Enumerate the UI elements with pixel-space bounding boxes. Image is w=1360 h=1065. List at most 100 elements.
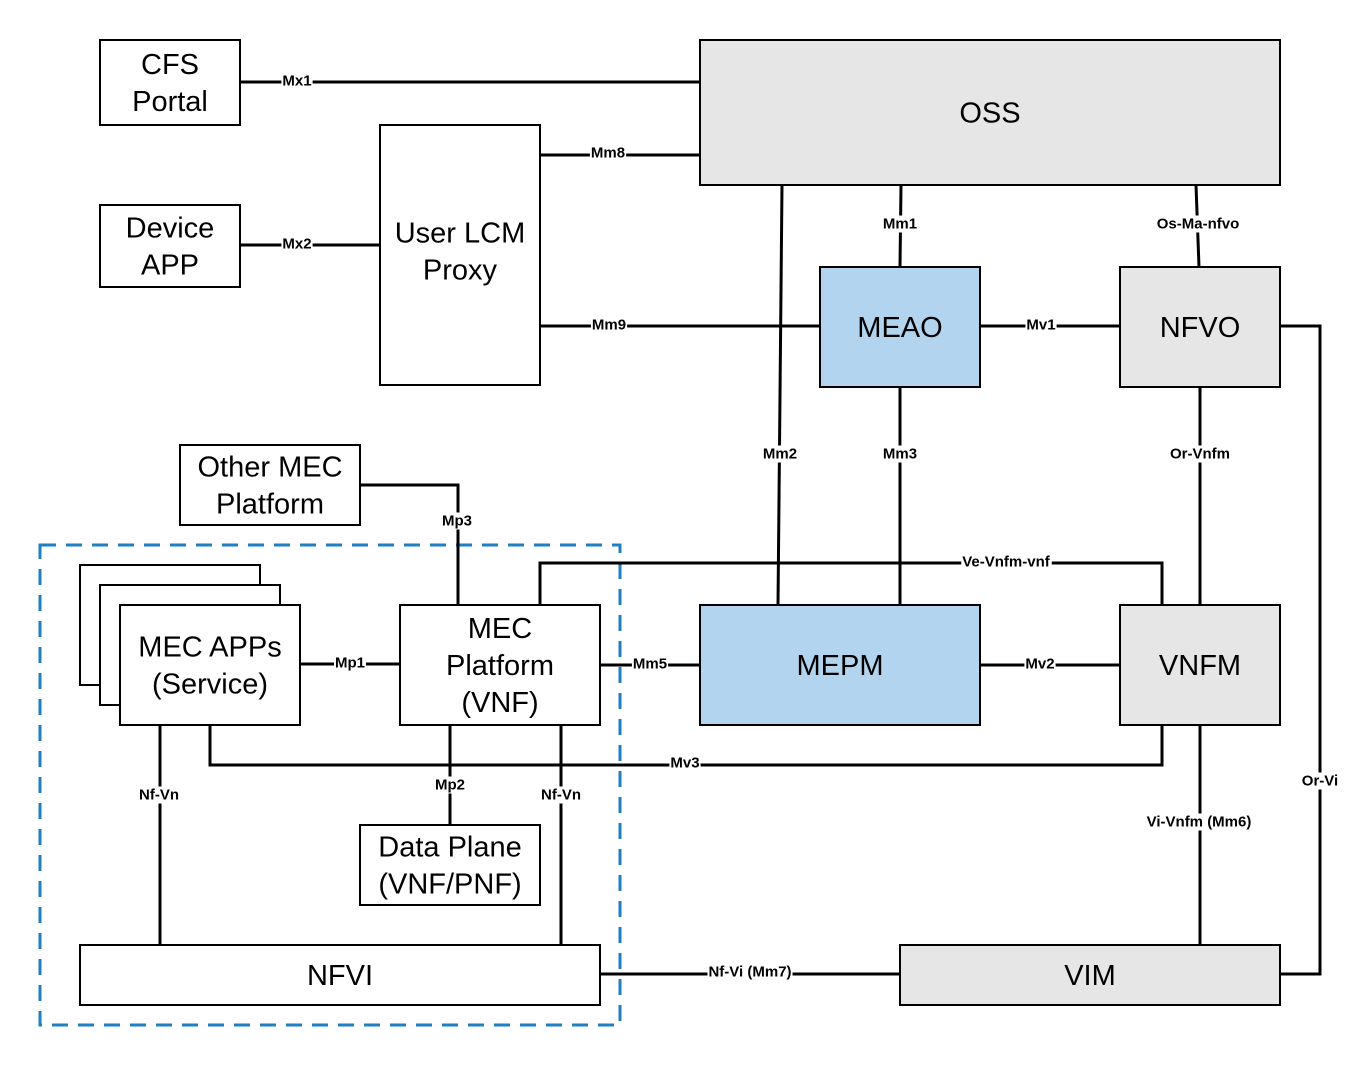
data-plane-box: Data Plane(VNF/PNF) bbox=[359, 824, 541, 906]
vnfm-box-rect bbox=[1119, 604, 1281, 726]
mm2-interface-label-text: Mm2 bbox=[763, 446, 797, 463]
mp3-interface-label-bg bbox=[441, 512, 473, 530]
nf-vn-right-interface-label-bg bbox=[540, 786, 582, 804]
mm2-interface-label-bg bbox=[761, 445, 799, 463]
cfs-portal-box-rect bbox=[99, 39, 241, 126]
mepm-box-label-1: MEPM bbox=[797, 650, 884, 682]
mp2-interface-label-bg bbox=[434, 776, 466, 794]
mm8-interface-label-text: Mm8 bbox=[591, 145, 625, 162]
vi-vnfm-interface-label-text: Vi-Vnfm (Mm6) bbox=[1147, 814, 1252, 831]
os-ma-nfvo-interface-label: Os-Ma-nfvo bbox=[1155, 215, 1241, 233]
mm3-interface-label-bg bbox=[881, 445, 919, 463]
mp1-interface-label-text: Mp1 bbox=[335, 655, 365, 672]
mx2-interface-label-text: Mx2 bbox=[282, 236, 311, 253]
data-plane-box-label-2: (VNF/PNF) bbox=[378, 869, 521, 901]
mp3-line bbox=[360, 483, 460, 605]
or-vi-interface-label-bg bbox=[1300, 772, 1340, 790]
vnfm-box-label-1: VNFM bbox=[1159, 650, 1241, 682]
mp2-interface-label-text: Mp2 bbox=[435, 777, 465, 794]
mp1-interface-label: Mp1 bbox=[334, 654, 366, 672]
device-app-box-rect bbox=[99, 204, 241, 288]
or-vi-line bbox=[1280, 324, 1322, 976]
nf-vi-interface-label-text: Nf-Vi (Mm7) bbox=[708, 964, 791, 981]
mm9-interface-label: Mm9 bbox=[590, 316, 628, 334]
mm5-interface-label-bg bbox=[631, 655, 669, 673]
mec-apps-box-rect bbox=[119, 604, 301, 726]
mm1-interface-label: Mm1 bbox=[881, 215, 919, 233]
or-vnfm-interface-label-text: Or-Vnfm bbox=[1170, 446, 1230, 463]
or-vi-interface-label-text: Or-Vi bbox=[1302, 773, 1338, 790]
mm5-interface-label: Mm5 bbox=[631, 655, 669, 673]
nfvo-box: NFVO bbox=[1119, 266, 1281, 388]
mm8-interface-label: Mm8 bbox=[589, 144, 627, 162]
nfvo-box-label-1: NFVO bbox=[1160, 312, 1241, 344]
mec-apps-box: MEC APPs(Service) bbox=[119, 604, 301, 726]
device-app-box-label-1: Device bbox=[126, 213, 215, 245]
mec-platform-box-label-2: Platform bbox=[446, 650, 554, 682]
meao-box-rect bbox=[819, 266, 981, 388]
mv1-interface-label-bg bbox=[1025, 316, 1057, 334]
user-lcm-proxy-box-rect bbox=[379, 124, 541, 386]
mv3-interface-label: Mv3 bbox=[669, 754, 701, 772]
ve-vnfm-vnf-line bbox=[538, 561, 1164, 605]
oss-box: OSS bbox=[699, 39, 1281, 186]
nf-vi-interface-label: Nf-Vi (Mm7) bbox=[707, 963, 793, 981]
nf-vn-left-interface-label-bg bbox=[138, 786, 180, 804]
mm1-interface-label-text: Mm1 bbox=[883, 216, 917, 233]
mx2-interface-label: Mx2 bbox=[281, 235, 313, 253]
oss-box-label-1: OSS bbox=[959, 98, 1020, 130]
oss-box-rect bbox=[699, 39, 1281, 186]
device-app-box-label-2: APP bbox=[141, 250, 199, 282]
mec-apps-box-label-1: MEC APPs bbox=[138, 632, 281, 664]
vi-vnfm-interface-label-bg bbox=[1145, 813, 1253, 831]
mm9-interface-label-bg bbox=[590, 316, 628, 334]
mec-platform-box-label-3: (VNF) bbox=[461, 687, 538, 719]
vim-box-rect bbox=[899, 944, 1281, 1006]
mm9-interface-label-text: Mm9 bbox=[592, 317, 626, 334]
meao-box: MEAO bbox=[819, 266, 981, 388]
mm5-interface-label-text: Mm5 bbox=[633, 656, 667, 673]
other-mec-platform-box-label-2: Platform bbox=[216, 489, 324, 521]
ve-vnfm-vnf-interface-label-bg bbox=[961, 553, 1052, 571]
os-ma-nfvo-interface-label-bg bbox=[1155, 215, 1241, 233]
mp1-interface-label-bg bbox=[334, 654, 366, 672]
mm3-interface-label-text: Mm3 bbox=[883, 446, 917, 463]
mm1-interface-label-bg bbox=[881, 215, 919, 233]
mv3-interface-label-bg bbox=[669, 754, 701, 772]
mx1-interface-label-bg bbox=[281, 72, 313, 90]
cfs-portal-box-label-2: Portal bbox=[132, 86, 208, 118]
connections bbox=[158, 80, 1322, 976]
mv3-interface-label-text: Mv3 bbox=[670, 755, 699, 772]
nf-vi-interface-label-bg bbox=[707, 963, 793, 981]
or-vnfm-interface-label-bg bbox=[1169, 445, 1231, 463]
nf-vn-left-interface-label-text: Nf-Vn bbox=[139, 787, 179, 804]
nfvi-box-rect bbox=[79, 944, 601, 1006]
vim-box: VIM bbox=[899, 944, 1281, 1006]
nf-vn-right-interface-label: Nf-Vn bbox=[540, 786, 582, 804]
mec-platform-box: MEC Platform (VNF) bbox=[399, 604, 601, 726]
nfvo-box-rect bbox=[1119, 266, 1281, 388]
mm2-interface-label: Mm2 bbox=[761, 445, 799, 463]
user-lcm-proxy-box-label-1: User LCM bbox=[395, 218, 526, 250]
mv2-interface-label-text: Mv2 bbox=[1025, 656, 1054, 673]
ve-vnfm-vnf-interface-label-text: Ve-Vnfm-vnf bbox=[962, 554, 1051, 571]
nfvi-box-label-1: NFVI bbox=[307, 960, 373, 992]
ve-vnfm-vnf-interface-label: Ve-Vnfm-vnf bbox=[961, 553, 1052, 571]
mec-platform-box-rect bbox=[399, 604, 601, 726]
mec-platform-box-label-1: MEC bbox=[468, 613, 532, 645]
meao-box-label-1: MEAO bbox=[857, 312, 942, 344]
or-vnfm-interface-label: Or-Vnfm bbox=[1169, 445, 1231, 463]
other-mec-platform-box-rect bbox=[179, 444, 361, 526]
mx2-interface-label-bg bbox=[281, 235, 313, 253]
mec-host-boundary bbox=[38, 543, 622, 1027]
data-plane-box-rect bbox=[359, 824, 541, 906]
mm8-interface-label-bg bbox=[589, 144, 627, 162]
mv1-interface-label: Mv1 bbox=[1025, 316, 1057, 334]
mp3-interface-label-text: Mp3 bbox=[442, 513, 472, 530]
mx1-interface-label-text: Mx1 bbox=[282, 73, 311, 90]
